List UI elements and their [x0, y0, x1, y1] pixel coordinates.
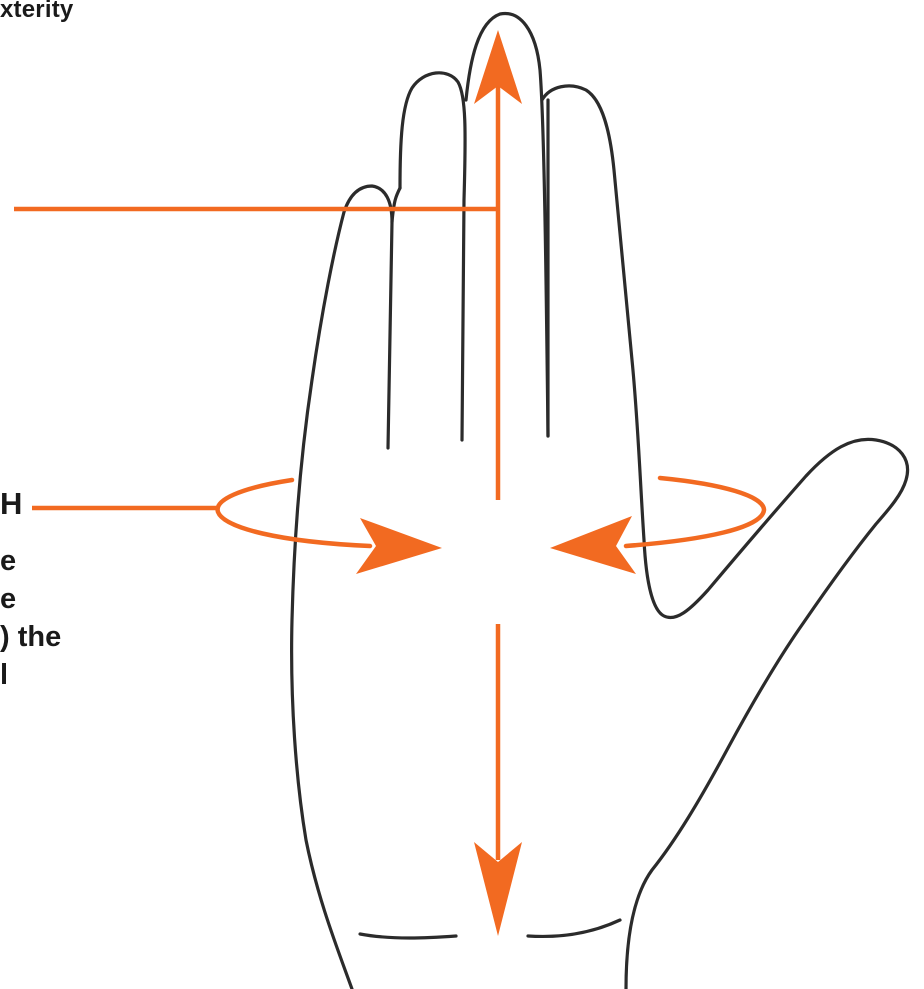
top-caption-fragment: xterity — [0, 0, 73, 24]
side-caption-line: ) the — [0, 618, 61, 656]
measurement-arrows — [14, 30, 764, 936]
wrist-crease-left — [360, 934, 456, 938]
length-arrow-up-icon — [474, 30, 522, 500]
hand-outline-icon — [292, 13, 908, 989]
wrist-crease-right — [528, 920, 620, 936]
girth-arrow-left-icon — [218, 480, 442, 574]
side-caption-line: l — [0, 656, 61, 694]
side-caption-line: e — [0, 580, 61, 618]
ring-finger-outline — [392, 188, 400, 222]
side-caption-line: e — [0, 542, 61, 580]
side-caption-lines: e e ) the l — [0, 542, 61, 694]
length-arrow-down-icon — [474, 624, 522, 936]
hand-contour — [292, 13, 908, 989]
side-caption-letter: H — [0, 486, 22, 522]
